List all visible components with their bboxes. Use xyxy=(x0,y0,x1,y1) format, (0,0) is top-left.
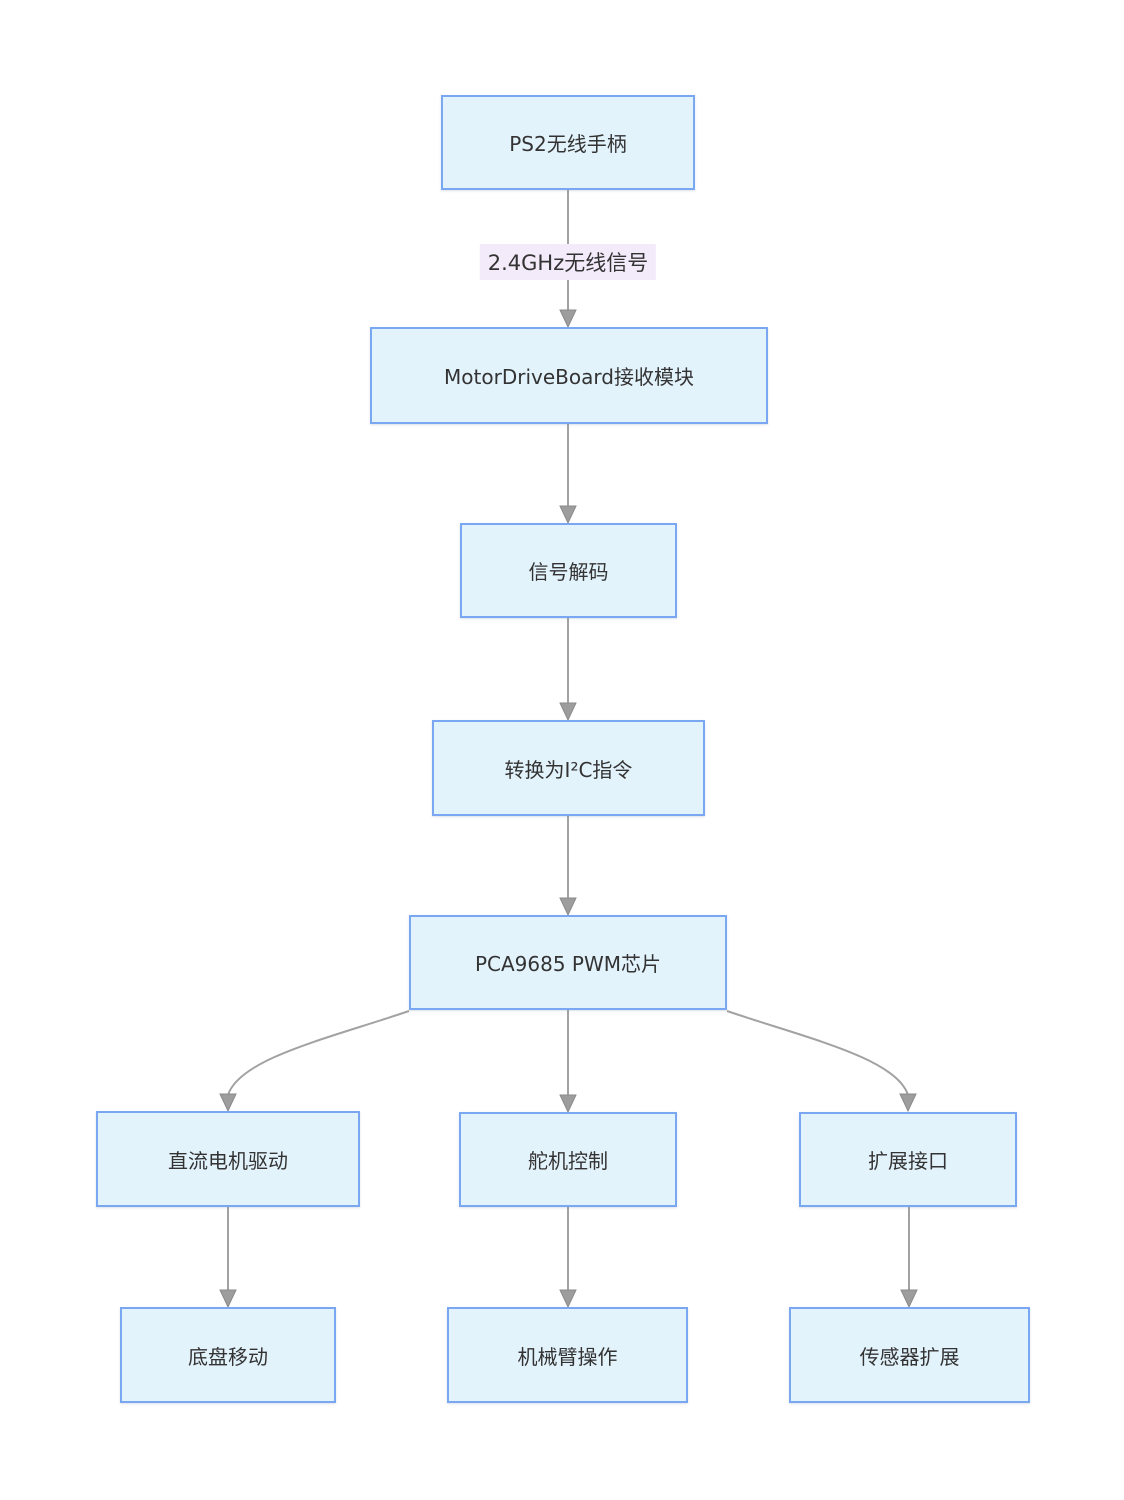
node-dc-motor-drive: 直流电机驱动 xyxy=(96,1111,360,1207)
arrowhead-servo-icon xyxy=(559,1094,577,1114)
node-signal-decode: 信号解码 xyxy=(460,523,677,618)
edge-pca-to-dcmotor xyxy=(227,1010,410,1096)
arrowhead-motorboard-icon xyxy=(559,309,577,329)
node-servo-control: 舵机控制 xyxy=(459,1112,677,1207)
node-pca9685-pwm-chip: PCA9685 PWM芯片 xyxy=(409,915,727,1010)
arrowhead-pca-icon xyxy=(559,897,577,917)
edge-label-wireless-signal: 2.4GHz无线信号 xyxy=(479,244,657,280)
arrowhead-expand-icon xyxy=(899,1093,917,1113)
arrowhead-arm-icon xyxy=(559,1289,577,1309)
arrowhead-chassis-icon xyxy=(219,1289,237,1309)
arrowhead-dcmotor-icon xyxy=(219,1093,237,1113)
node-i2c-convert: 转换为I²C指令 xyxy=(432,720,705,816)
node-motordriveboard-receiver: MotorDriveBoard接收模块 xyxy=(370,327,768,424)
arrowhead-sensor-icon xyxy=(900,1289,918,1309)
edge-pca-to-expand xyxy=(726,1010,909,1096)
arrowhead-decode-icon xyxy=(559,505,577,525)
arrowhead-i2c-icon xyxy=(559,702,577,722)
node-expansion-port: 扩展接口 xyxy=(799,1112,1017,1207)
node-ps2-controller: PS2无线手柄 xyxy=(441,95,695,190)
node-arm-operation: 机械臂操作 xyxy=(447,1307,688,1403)
node-sensor-expansion: 传感器扩展 xyxy=(789,1307,1030,1403)
node-chassis-movement: 底盘移动 xyxy=(120,1307,336,1403)
